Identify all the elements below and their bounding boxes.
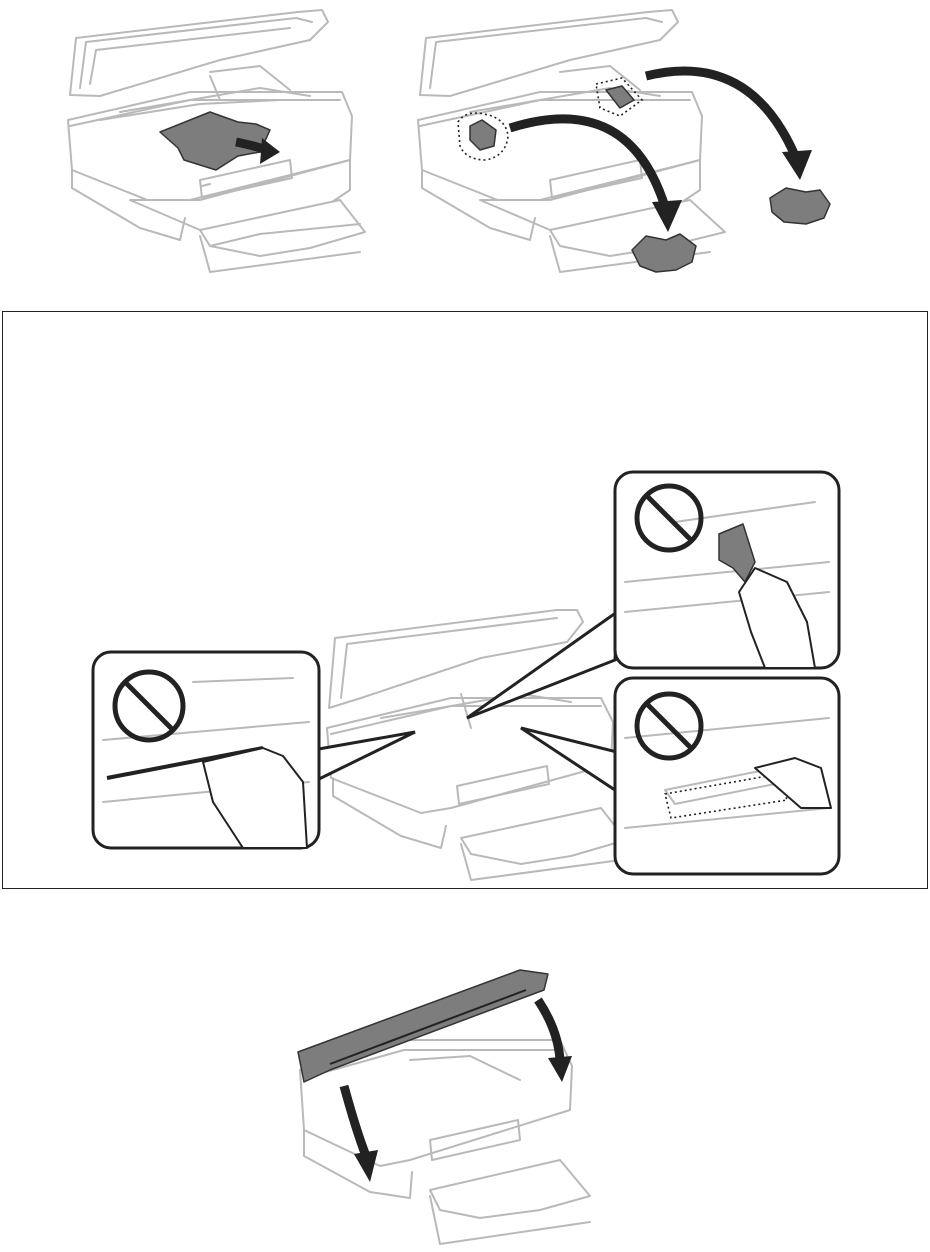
callout-bottom-right: [615, 678, 839, 874]
caution-box: [2, 311, 928, 889]
printer-do-not-touch-icon: [3, 312, 929, 890]
printer-open-scanner-unit-icon: [60, 0, 380, 282]
callout-top-right: [615, 472, 839, 668]
printer-torn-paper-icon: [410, 0, 850, 282]
close-scanner-unit-figure: [270, 960, 620, 1252]
torn-paper-removal-figure: [410, 0, 850, 282]
callout-left: [93, 652, 319, 848]
printer-close-scanner-icon: [270, 960, 620, 1252]
jammed-paper-removal-figure: [60, 0, 380, 282]
